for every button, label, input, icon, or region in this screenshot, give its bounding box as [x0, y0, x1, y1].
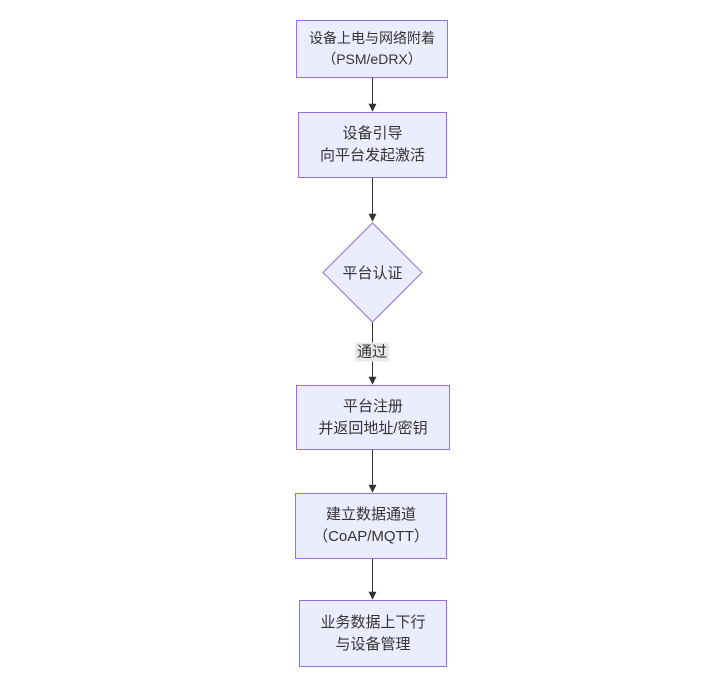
node-data-channel: 建立数据通道 （CoAP/MQTT）	[295, 493, 447, 559]
decision-platform-auth: 平台认证	[322, 222, 423, 323]
node-power-attach-line2: （PSM/eDRX）	[322, 51, 422, 67]
node-power-attach-line1: 设备上电与网络附着	[309, 30, 435, 46]
node-business-data-line1: 业务数据上下行	[320, 613, 426, 631]
node-power-attach: 设备上电与网络附着 （PSM/eDRX）	[296, 20, 448, 78]
node-data-channel-line1: 建立数据通道	[325, 506, 416, 523]
node-business-data: 业务数据上下行 与设备管理	[299, 600, 447, 667]
node-platform-register: 平台注册 并返回地址/密钥	[296, 385, 450, 450]
node-platform-register-line2: 并返回地址/密钥	[318, 419, 428, 437]
node-data-channel-line2: （CoAP/MQTT）	[313, 528, 429, 545]
decision-platform-auth-label: 平台认证	[342, 265, 403, 282]
node-bootstrap-activate: 设备引导 向平台发起激活	[298, 112, 447, 178]
node-business-data-line2: 与设备管理	[335, 635, 411, 653]
node-bootstrap-activate-line2: 向平台发起激活	[319, 147, 425, 164]
edge-label-pass: 通过	[354, 342, 390, 362]
node-platform-register-line1: 平台注册	[342, 397, 403, 415]
node-bootstrap-activate-line1: 设备引导	[342, 125, 403, 142]
